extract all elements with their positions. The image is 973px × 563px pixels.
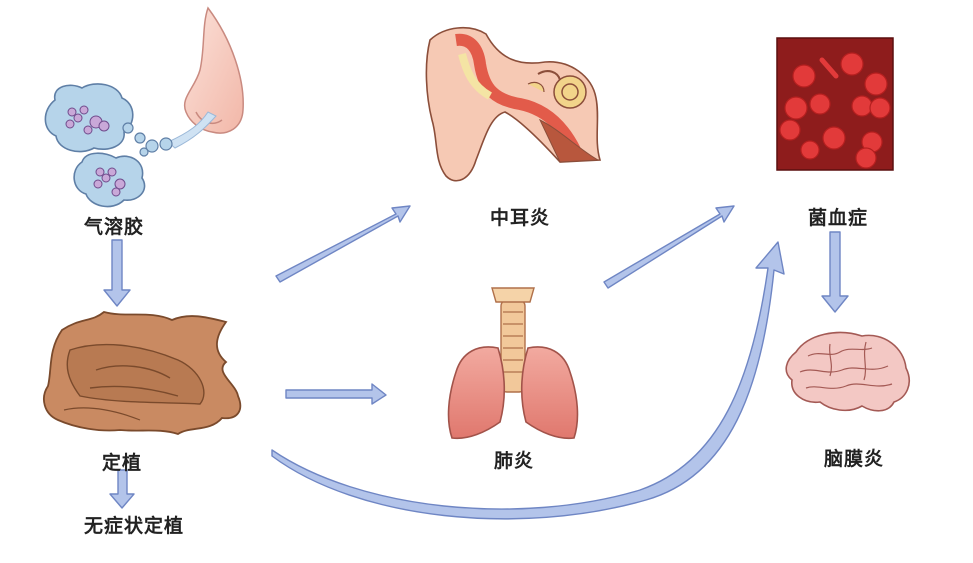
arrow-colonization-to-bacteremia [271,241,785,520]
blood-cells-illustration [776,37,894,171]
arrow-bacteremia-to-meningitis [821,231,849,313]
nose-illustration [167,6,244,149]
arrow-pneumonia-to-bacteremia [603,205,735,289]
ear-illustration [425,26,602,182]
lungs-illustration [447,287,579,440]
nasal-cavity-illustration [43,311,242,435]
label-asymptomatic-colonization: 无症状定植 [84,515,185,537]
aerosol-droplets [44,83,173,208]
label-colonization: 定植 [102,452,143,474]
arrow-to-otitis-media [275,205,411,283]
brain-illustration [785,331,910,412]
arrow-aerosol-to-colonization [103,239,131,307]
label-otitis-media: 中耳炎 [490,207,551,229]
label-bacteremia: 菌血症 [808,207,869,229]
label-pneumonia: 肺炎 [494,450,535,472]
label-aerosol: 气溶胶 [84,216,145,238]
arrow-colonization-to-asymptomatic [109,469,135,509]
arrow-to-pneumonia [285,383,387,405]
label-meningitis: 脑膜炎 [824,448,885,470]
